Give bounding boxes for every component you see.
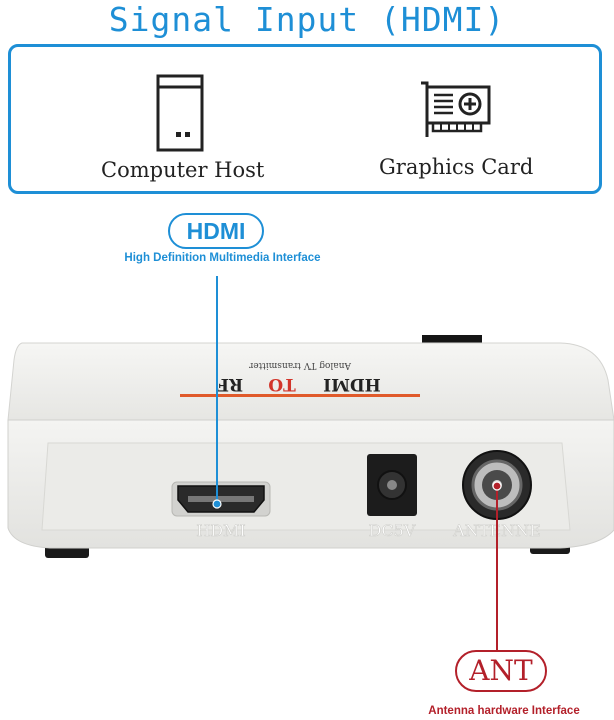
page-title: Signal Input (HDMI) (108, 0, 506, 39)
ant-callout-badge: ANT (455, 650, 547, 692)
graphics-card-label: Graphics Card (379, 155, 534, 179)
graphics-card-icon (421, 81, 491, 137)
ant-callout-dot (492, 481, 502, 491)
hdmi-port-label: HDMI (196, 521, 245, 540)
hdmi-port (171, 481, 271, 517)
device-label-to: TO (268, 374, 296, 394)
hdmi-callout-badge: HDMI (168, 213, 264, 249)
hdmi-callout-description: High Definition Multimedia Interface (124, 252, 321, 264)
dc5v-port-label: DC5V (369, 521, 416, 540)
dc-power-jack (367, 454, 417, 516)
hdmi-callout-dot (212, 499, 222, 509)
hdmi-to-rf-converter-device: HDMI TO RF Analog TV transmitter HDMI DC… (7, 276, 614, 650)
device-top-label: HDMI TO RF Analog TV transmitter (180, 360, 420, 397)
device-label-rf: RF (217, 374, 243, 394)
computer-host-label: Computer Host (101, 158, 265, 182)
device-label-hdmi: HDMI (323, 374, 381, 394)
ant-callout-description: Antenna hardware Interface (428, 705, 580, 717)
computer-tower-icon (156, 74, 204, 152)
signal-source-panel: Computer Host Graphics Card (8, 44, 602, 194)
device-label-subtitle: Analog TV transmitter (248, 360, 352, 370)
